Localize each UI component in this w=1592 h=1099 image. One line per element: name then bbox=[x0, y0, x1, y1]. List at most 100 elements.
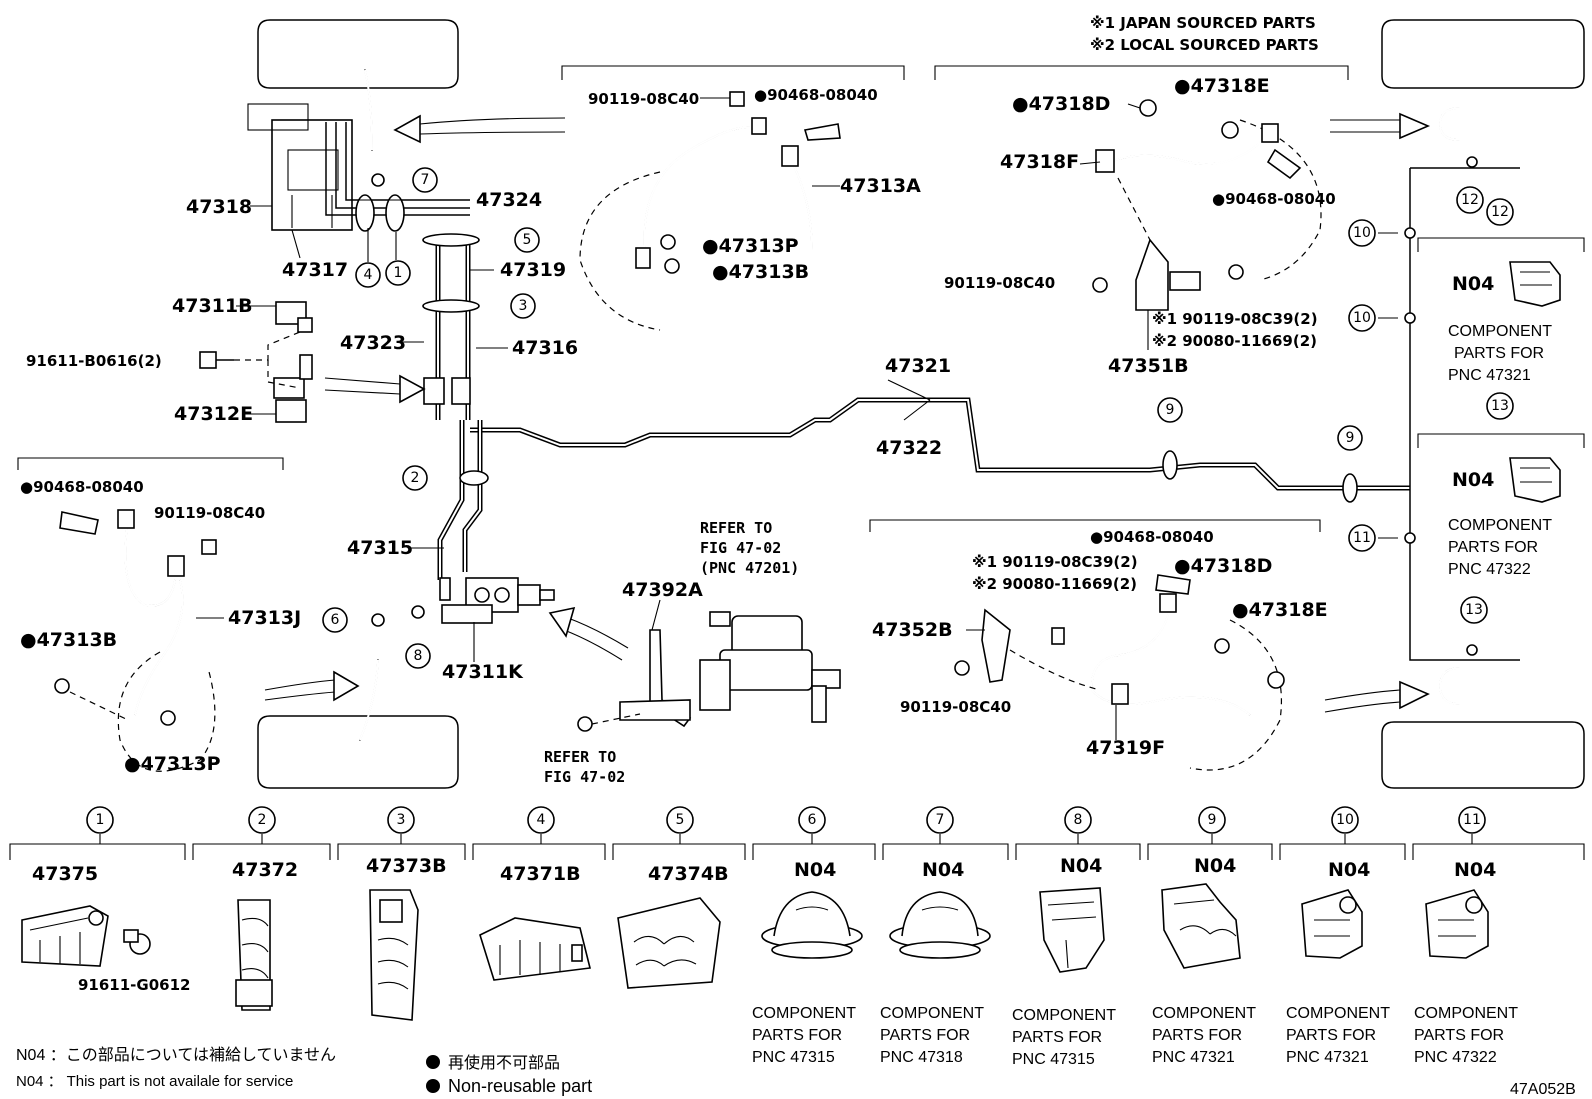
callout-5 bbox=[514, 227, 540, 253]
bottom-9-text-3: PNC 47321 bbox=[1152, 1049, 1235, 1066]
bottom-callout-11 bbox=[1458, 806, 1486, 834]
bottom-part-1: 47375 bbox=[32, 863, 98, 885]
bottom-callout-3 bbox=[387, 806, 415, 834]
grommet-7 bbox=[371, 173, 385, 187]
bottom-11-text-3: PNC 47322 bbox=[1414, 1049, 1497, 1066]
callout-11 bbox=[1348, 524, 1376, 552]
label-47313P-top: ●47313P bbox=[702, 235, 799, 257]
label-47352B: 47352B bbox=[872, 619, 953, 641]
bottom-part-8: N04 bbox=[1060, 855, 1102, 877]
bottom-10-text-3: PNC 47321 bbox=[1286, 1049, 1369, 1066]
callout-2-text: 2 bbox=[411, 470, 420, 486]
side-12-code: N04 bbox=[1452, 273, 1494, 295]
callout-10a-text: 10 bbox=[1353, 225, 1371, 241]
callout-13b-text: 13 bbox=[1465, 602, 1483, 618]
bottom-7-text-3: PNC 47318 bbox=[880, 1049, 963, 1066]
label-47313J: 47313J bbox=[228, 607, 301, 629]
clamp-2 bbox=[459, 470, 489, 486]
bottom-10-text-1: COMPONENT bbox=[1286, 1005, 1390, 1022]
clamp-9-left bbox=[1162, 450, 1178, 480]
proportioning-valve-47311K bbox=[441, 577, 555, 624]
label-47318: 47318 bbox=[186, 196, 252, 218]
flex-hose-47313A bbox=[579, 91, 841, 331]
callout-10a bbox=[1348, 219, 1376, 247]
callout-4 bbox=[355, 262, 381, 288]
bottom-6-text-3: PNC 47315 bbox=[752, 1049, 835, 1066]
callout-12b bbox=[1486, 198, 1514, 226]
label-90080-11669-bottom: ※2 90080-11669(2) bbox=[972, 575, 1137, 593]
label-47311K: 47311K bbox=[442, 661, 524, 683]
bottom-11-text-1: COMPONENT bbox=[1414, 1005, 1518, 1022]
arrow-left-to-hose bbox=[264, 670, 360, 702]
bottom-part-6: N04 bbox=[794, 859, 836, 881]
label-47311B: 47311B bbox=[172, 295, 253, 317]
label-90468-08040-right: ●90468-08040 bbox=[1212, 190, 1336, 208]
clamp-4 bbox=[355, 194, 375, 232]
label-47324: 47324 bbox=[476, 189, 542, 211]
bracket-top-center bbox=[561, 65, 905, 80]
side-component-12: N04 COMPONENT PARTS FOR PNC 47321 bbox=[1448, 261, 1561, 384]
label-refer-mc-1: REFER TO bbox=[700, 519, 772, 537]
bottom-callout-7-text: 7 bbox=[936, 812, 945, 828]
legend-nonreuse-jp: 再使用不可部品 bbox=[448, 1054, 560, 1072]
bracket-47351B bbox=[1135, 238, 1169, 311]
callout-7-text: 7 bbox=[421, 172, 430, 188]
bracket-47352B bbox=[981, 608, 1011, 683]
callout-7 bbox=[412, 167, 438, 193]
bottom-callout-6 bbox=[798, 806, 826, 834]
label-47323: 47323 bbox=[340, 332, 406, 354]
clip-47311B bbox=[275, 301, 313, 333]
callout-10b-text: 10 bbox=[1353, 310, 1371, 326]
line-47324 bbox=[325, 122, 470, 216]
part-n04-clip-8 bbox=[1039, 887, 1105, 973]
part-47374B-clip bbox=[617, 897, 721, 989]
reference-box-top-right bbox=[1381, 19, 1585, 89]
clamp-10-bottom bbox=[1404, 312, 1416, 324]
reference-box-bottom-left bbox=[257, 715, 459, 789]
part-n04-clip-10 bbox=[1301, 889, 1363, 959]
bottom-callout-7 bbox=[926, 806, 954, 834]
label-47318E-top: ●47318E bbox=[1174, 75, 1270, 97]
legend: N04 ：この部品については補給していません N04 ： This part i… bbox=[16, 1046, 592, 1096]
part-n04-clip-11 bbox=[1425, 889, 1489, 959]
legend-n04-en: N04 ： This part is not availale for serv… bbox=[16, 1073, 293, 1090]
callout-9a bbox=[1157, 397, 1183, 423]
bottom-callout-5 bbox=[666, 806, 694, 834]
bottom-callout-9-text: 9 bbox=[1208, 812, 1217, 828]
callout-13a-text: 13 bbox=[1491, 398, 1509, 414]
legend-nonreuse-en: Non-reusable part bbox=[448, 1076, 592, 1096]
side-12-text-2: PARTS FOR bbox=[1454, 345, 1544, 362]
bottom-callout-10 bbox=[1331, 806, 1359, 834]
arrow-to-junction bbox=[393, 114, 566, 144]
clamp-10-top bbox=[1404, 227, 1416, 239]
callout-8 bbox=[405, 643, 431, 669]
callout-13a bbox=[1486, 392, 1514, 420]
side-12-text-3: PNC 47321 bbox=[1448, 367, 1531, 384]
label-47313P-left: ●47313P bbox=[124, 753, 221, 775]
part-n04-grommet-6 bbox=[761, 891, 863, 959]
reference-box-bottom-right bbox=[1381, 721, 1585, 789]
flex-hose-47319F bbox=[954, 574, 1285, 771]
grommet-5 bbox=[422, 233, 480, 247]
clamp-12 bbox=[1466, 156, 1478, 168]
clip-47312E bbox=[273, 354, 313, 423]
bottom-callout-2 bbox=[248, 806, 276, 834]
bracket-side-13 bbox=[1417, 433, 1585, 448]
label-91611-B0616: 91611-B0616(2) bbox=[26, 352, 162, 370]
bottom-parts-strip bbox=[9, 834, 1585, 860]
label-47319F: 47319F bbox=[1086, 737, 1165, 759]
label-47322: 47322 bbox=[876, 437, 942, 459]
reference-box-top-left bbox=[257, 19, 459, 89]
label-47315: 47315 bbox=[347, 537, 413, 559]
label-refer-fig-1: REFER TO bbox=[544, 748, 616, 766]
bottom-callout-2-text: 2 bbox=[258, 812, 267, 828]
bottom-callout-8 bbox=[1064, 806, 1092, 834]
grommet-3 bbox=[422, 299, 480, 313]
callout-12b-text: 12 bbox=[1491, 204, 1509, 220]
bottom-6-text-1: COMPONENT bbox=[752, 1005, 856, 1022]
clip-47323 bbox=[423, 377, 445, 405]
bottom-8-text-2: PARTS FOR bbox=[1012, 1029, 1102, 1046]
callout-3 bbox=[510, 293, 536, 319]
label-90119-08C40-bottom: 90119-08C40 bbox=[900, 698, 1011, 716]
